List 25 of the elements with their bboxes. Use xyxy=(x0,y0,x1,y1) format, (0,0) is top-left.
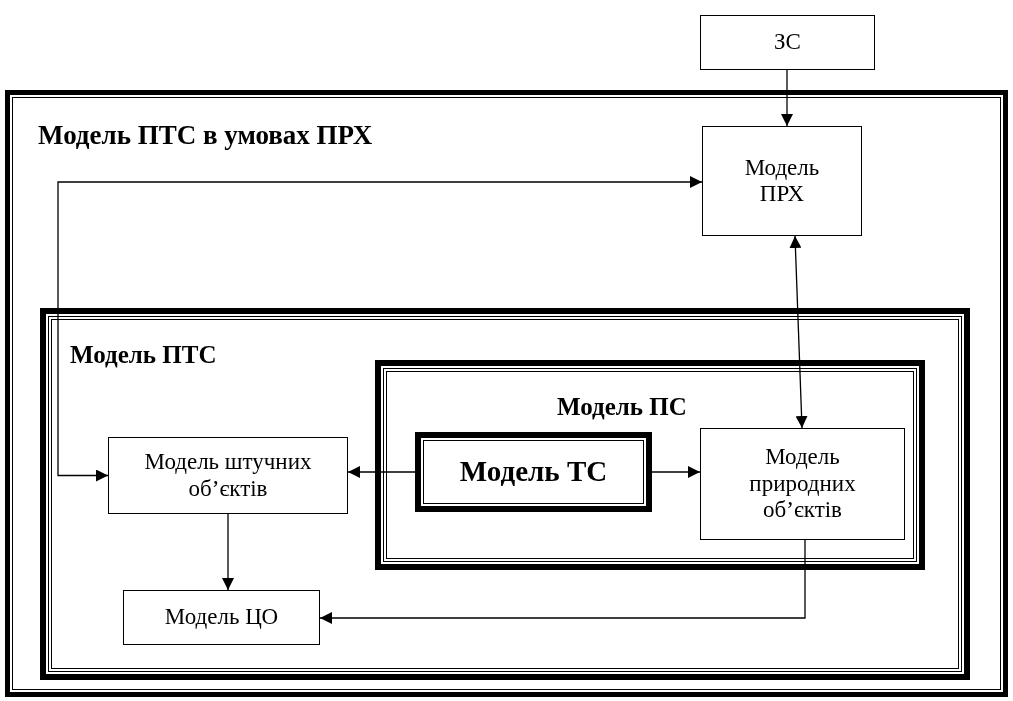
arrow xyxy=(319,539,806,624)
box-label: Модель природних об’єктів xyxy=(748,444,857,524)
group-title: Модель ПТС в умовах ПРХ xyxy=(38,119,373,152)
group-title: Модель ПС xyxy=(557,392,687,422)
group-frame xyxy=(40,308,970,680)
box-label: Модель ЦО xyxy=(163,604,280,631)
process-box xyxy=(415,432,652,512)
box-label: Модель штучних об’єктів xyxy=(143,449,313,502)
arrow xyxy=(781,69,793,127)
group-title: Модель ПТС xyxy=(70,340,217,370)
box-label: Модель ТС xyxy=(458,455,609,489)
box-label: ЗС xyxy=(773,29,802,56)
arrow xyxy=(789,235,808,429)
arrow xyxy=(651,466,701,478)
group-frame xyxy=(375,360,925,570)
process-box xyxy=(700,428,905,540)
arrow xyxy=(57,176,703,482)
process-box xyxy=(700,15,875,70)
process-box xyxy=(123,590,320,645)
arrow xyxy=(222,513,234,591)
process-box xyxy=(702,126,862,236)
arrow xyxy=(347,466,416,478)
box-label: Модель ПРХ xyxy=(743,154,821,208)
process-box xyxy=(108,437,348,514)
group-frame xyxy=(5,90,1008,697)
